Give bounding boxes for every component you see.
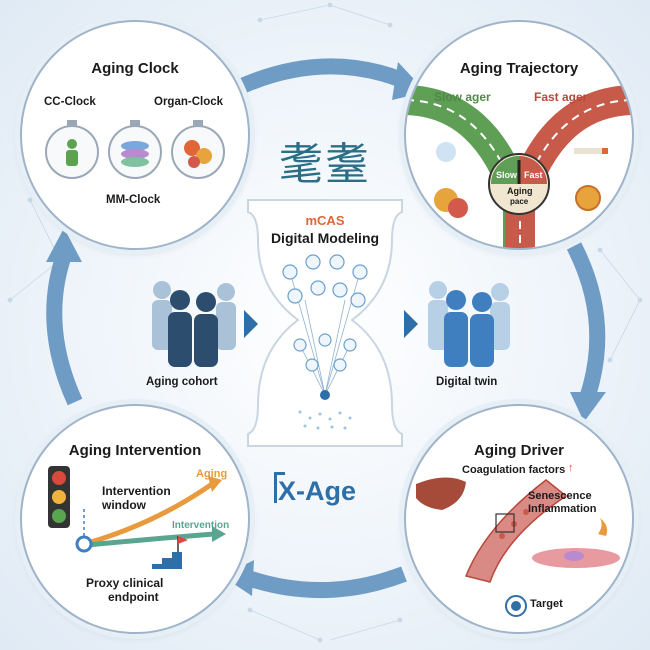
arrowhead-left: [46, 228, 82, 262]
aging-cohort-label: Aging cohort: [146, 376, 218, 388]
aging-driver-icon: [416, 477, 620, 617]
digital-modeling-label: Digital Modeling: [270, 230, 380, 246]
arrow-top: [238, 58, 405, 94]
arrow-left: [46, 252, 83, 406]
inflammation-label: Inflammation: [528, 503, 597, 515]
aging-roads-icon: [406, 85, 632, 248]
panel-aging-trajectory: Aging Trajectory Slow ager Fast ager Slo…: [404, 20, 634, 250]
aging-intervention-title: Aging Intervention: [68, 442, 202, 459]
intervention-window-label-2: window: [102, 498, 146, 512]
slow-ager-label: Slow ager: [434, 90, 491, 104]
arrow-right: [566, 242, 606, 398]
gauge-fast-label: Fast: [524, 170, 543, 180]
panel-aging-clock: Aging Clock CC-Clock Organ-Clock MM-Cloc…: [20, 20, 250, 250]
intervention-curve-label: Intervention: [172, 520, 230, 531]
intervention-window-label-1: Intervention: [102, 484, 171, 498]
flow-arrow-left: [244, 310, 258, 338]
aging-trajectory-title: Aging Trajectory: [459, 60, 579, 77]
digital-twin-label: Digital twin: [436, 376, 498, 388]
brand-x-age: X-Age: [278, 476, 357, 506]
coagulation-up-icon: ↑: [568, 462, 574, 474]
flow-arrow-right: [404, 310, 418, 338]
gauge-aging-label: Aging: [507, 186, 533, 196]
panel-aging-intervention: Aging Intervention Intervention window A…: [20, 404, 250, 634]
panel-aging-driver: Aging Driver Coagulation factors ↑ Senes…: [404, 404, 634, 634]
intervention-chart-icon: [48, 466, 226, 569]
proxy-endpoint-label-2: endpoint: [108, 590, 159, 604]
proxy-endpoint-label-1: Proxy clinical: [86, 576, 164, 590]
aging-curve-label: Aging: [196, 468, 228, 480]
fast-ager-label: Fast ager: [534, 90, 588, 104]
cc-clock-label: CC-Clock: [44, 96, 96, 108]
coagulation-label: Coagulation factors: [462, 464, 566, 476]
brand-bracket: [274, 472, 285, 503]
gauge-slow-label: Slow: [496, 170, 518, 180]
mm-clock-label: MM-Clock: [106, 194, 161, 206]
target-label: Target: [530, 598, 563, 610]
arrowhead-right: [570, 392, 606, 422]
gauge-pace-label: pace: [510, 197, 529, 206]
organ-clock-label: Organ-Clock: [154, 96, 224, 108]
stopwatches-icon: [45, 120, 225, 179]
chinese-title: 耄耋: [279, 139, 371, 190]
senescence-label: Senescence: [528, 490, 592, 502]
mcas-label: mCAS: [305, 213, 345, 228]
aging-clock-title: Aging Clock: [91, 60, 179, 77]
arrow-bottom: [245, 566, 407, 599]
aging-driver-title: Aging Driver: [473, 442, 564, 459]
arrowhead-bottom: [222, 560, 254, 596]
